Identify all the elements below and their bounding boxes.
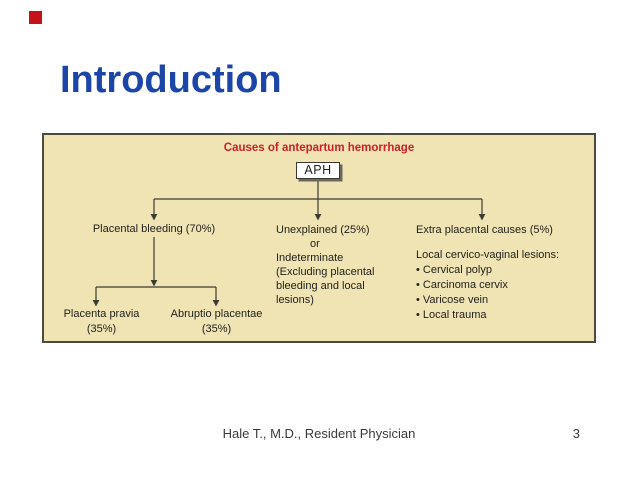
leaf-placenta-pravia: Placenta pravia (35%) [49, 307, 154, 337]
branch-extra-bullet: • Cervical polyp [416, 264, 492, 276]
branch-placental-bleeding: Placental bleeding (70%) [92, 223, 216, 235]
diagram-panel: Causes of antepartum hemorrhage APH Plac… [42, 133, 596, 343]
branch-extra-placental: Extra placental causes (5%) Local cervic… [416, 223, 586, 323]
branch-extra-bullet: • Carcinoma cervix [416, 279, 508, 291]
branch-extra-subheading: Local cervico-vaginal lesions: [416, 249, 560, 261]
branch-unexplained-line: bleeding and local [276, 280, 365, 292]
leaf-percent: (35%) [201, 323, 232, 335]
leaf-label: Placenta pravia [63, 308, 140, 320]
leaf-abruptio-placentae: Abruptio placentae (35%) [159, 307, 274, 337]
branch-unexplained: Unexplained (25%) or Indeterminate (Excl… [276, 223, 402, 307]
connector-lines [92, 179, 486, 307]
branch-extra-heading: Extra placental causes (5%) [416, 224, 553, 236]
branch-unexplained-line: or [310, 238, 320, 250]
slide-title: Introduction [60, 59, 282, 101]
leaf-percent: (35%) [86, 323, 117, 335]
branch-extra-bullet: • Varicose vein [416, 294, 489, 306]
footer-author: Hale T., M.D., Resident Physician [222, 426, 416, 441]
page-number: 3 [572, 426, 580, 441]
accent-square [29, 11, 42, 24]
branch-unexplained-line: (Excluding placental [276, 266, 375, 278]
aph-root-box: APH [296, 162, 340, 179]
leaf-label: Abruptio placentae [170, 308, 263, 320]
branch-extra-bullet: • Local trauma [416, 309, 487, 321]
branch-unexplained-line: Unexplained (25%) [276, 224, 370, 236]
branch-unexplained-line: lesions) [276, 294, 314, 306]
branch-unexplained-line: Indeterminate [276, 252, 344, 264]
diagram-title: Causes of antepartum hemorrhage [223, 142, 415, 154]
